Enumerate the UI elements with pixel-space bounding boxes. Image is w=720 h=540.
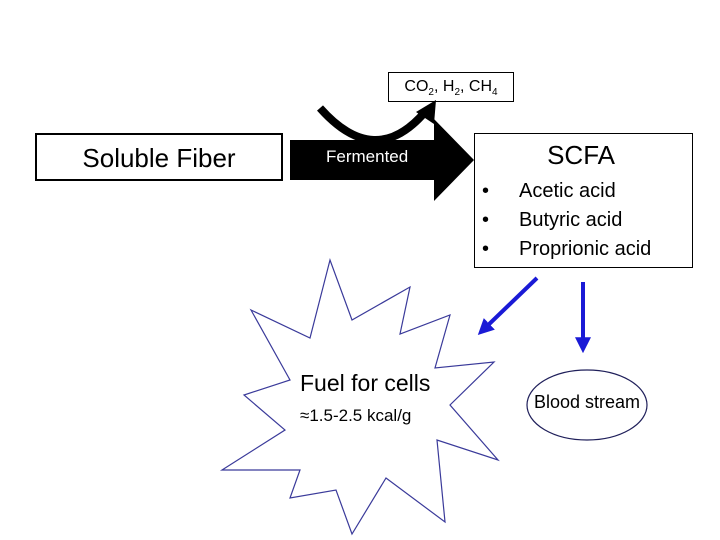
scfa-to-fuel-arrow [477,276,539,335]
gas-release-arrow [317,105,429,144]
blood-stream-ellipse [526,369,648,441]
gas-label: CO2, H2, CH4 [389,78,513,98]
fermented-arrow [290,119,474,201]
bullet: • [482,238,490,260]
gas-ch4-base: CH [468,78,492,95]
soluble-fiber-box: Soluble Fiber [35,133,283,181]
fermented-label: Fermented [326,147,409,166]
scfa-item-label: Butyric acid [519,209,623,231]
gas-co2-base: CO [404,78,429,95]
scfa-title: SCFA [547,140,615,170]
scfa-list: • Acetic acid • Butyric acid • Proprionic a… [482,177,651,264]
scfa-item-proprionic: • Proprionic acid [482,235,651,264]
fuel-title: Fuel for cells [300,370,431,396]
soluble-fiber-label: Soluble Fiber [82,143,236,173]
scfa-box [474,133,693,268]
fuel-starburst [219,257,500,536]
scfa-item-label: Acetic acid [519,180,616,202]
fuel-energy: ≈1.5-2.5 kcal/g [300,406,412,425]
gas-h2-sub: 2 [454,87,460,99]
gas-h2-base: H [442,78,455,95]
bullet: • [482,180,490,202]
gas-co2-sub: 2 [428,87,434,99]
bullet: • [482,209,490,231]
gas-ch4-sub: 4 [492,87,498,99]
gas-release-arrowhead [416,100,436,124]
gas-box: CO2, H2, CH4 [388,72,514,102]
scfa-item-label: Proprionic acid [519,238,652,260]
blood-stream-label: Blood stream [533,392,641,412]
scfa-item-butyric: • Butyric acid [482,206,651,235]
gas-sep-1: , [433,78,443,95]
gas-sep-2: , [460,78,469,95]
scfa-item-acetic: • Acetic acid [482,177,651,206]
